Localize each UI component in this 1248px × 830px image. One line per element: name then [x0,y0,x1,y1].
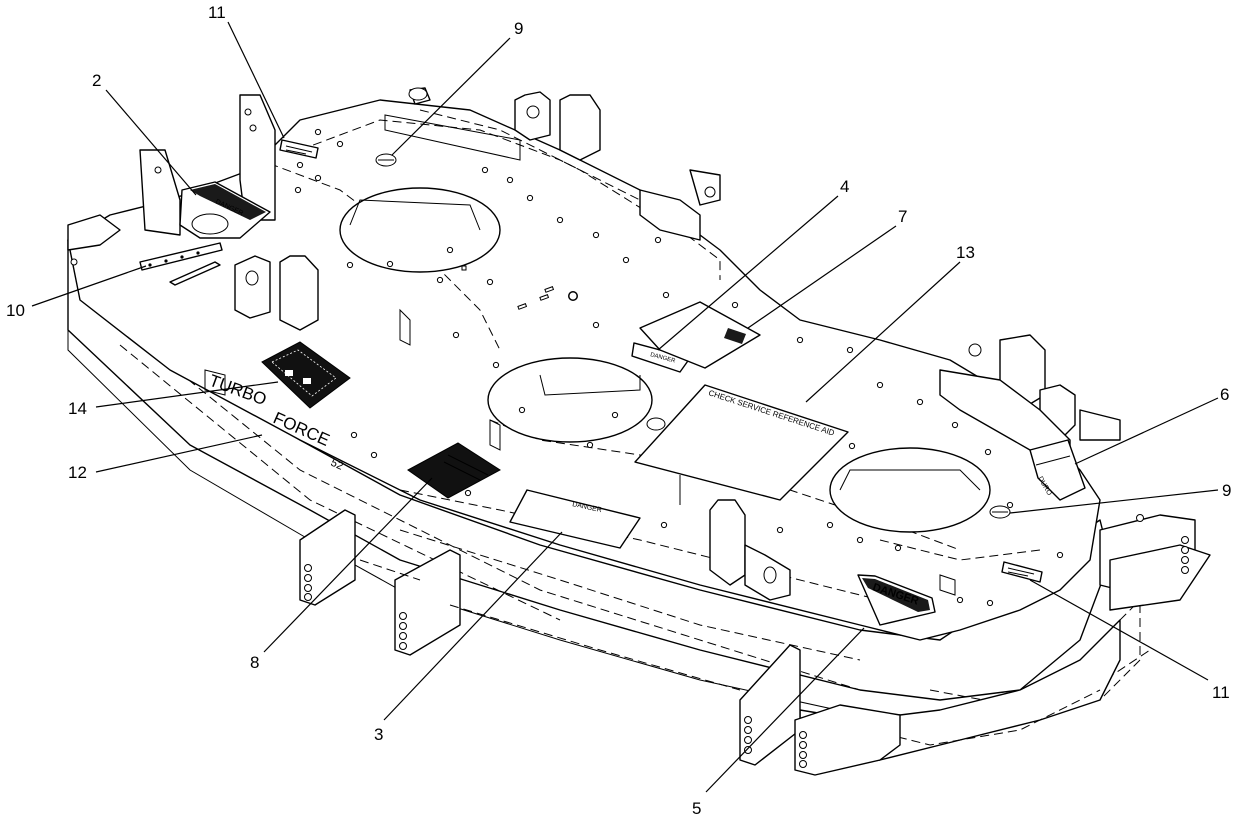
callout-12: 12 [68,463,87,482]
callout-4: 4 [840,177,849,196]
leader-8 [263,477,433,653]
leader-7 [747,225,897,329]
callout-3: 3 [374,725,383,744]
callout-8: 8 [250,653,259,672]
height-knob-front [989,505,1011,519]
left-blade-opening [339,187,501,273]
decal-small-rear [279,139,319,159]
callout-10: 10 [6,301,25,320]
leader-6 [1074,397,1219,465]
decal-danger-center: DANGER [509,489,641,549]
decal-height-gauge [139,242,223,286]
callout-11-front: 11 [1212,683,1230,702]
decal-danger-left: DANGER [179,181,271,239]
leader-11-front [1029,579,1209,681]
height-knob-rear [375,153,397,167]
leader-14 [95,381,279,408]
callout-14: 14 [68,399,87,418]
leader-4 [657,195,839,351]
leader-12 [95,434,263,473]
leader-10 [31,265,147,307]
callout-13: 13 [956,243,975,262]
leader-5 [705,627,865,793]
decal-belt-guard [639,301,761,369]
right-blade-opening [829,447,991,533]
blade-openings [339,187,991,533]
callout-9-front: 9 [1222,481,1231,500]
decal-warning-center [407,442,501,499]
callout-2: 2 [92,71,101,90]
leader-3 [383,531,563,721]
leader-lines [31,21,1219,793]
leader-11-rear [227,21,285,139]
callout-9-rear: 9 [514,19,523,38]
roller-arm-holes [304,514,1189,768]
center-blade-opening [487,357,653,443]
decal-warning-panel [261,341,351,409]
center-bolt [568,291,578,301]
callout-5: 5 [692,799,701,818]
leader-9-front [1009,489,1219,514]
leader-13 [805,261,961,403]
roller-arms [299,509,1211,776]
callout-11-rear: 11 [208,3,226,22]
center-knob [646,417,666,431]
callout-6: 6 [1220,385,1229,404]
leader-9-rear [391,37,511,156]
brand-size: 52 [329,457,345,473]
callout-7: 7 [898,207,907,226]
mount-brackets [67,87,1121,601]
callout-numbers: 11 9 2 4 7 13 10 14 12 6 9 8 3 5 11 [6,3,1231,818]
decal-small-front [1001,561,1043,583]
leader-2 [105,89,197,196]
